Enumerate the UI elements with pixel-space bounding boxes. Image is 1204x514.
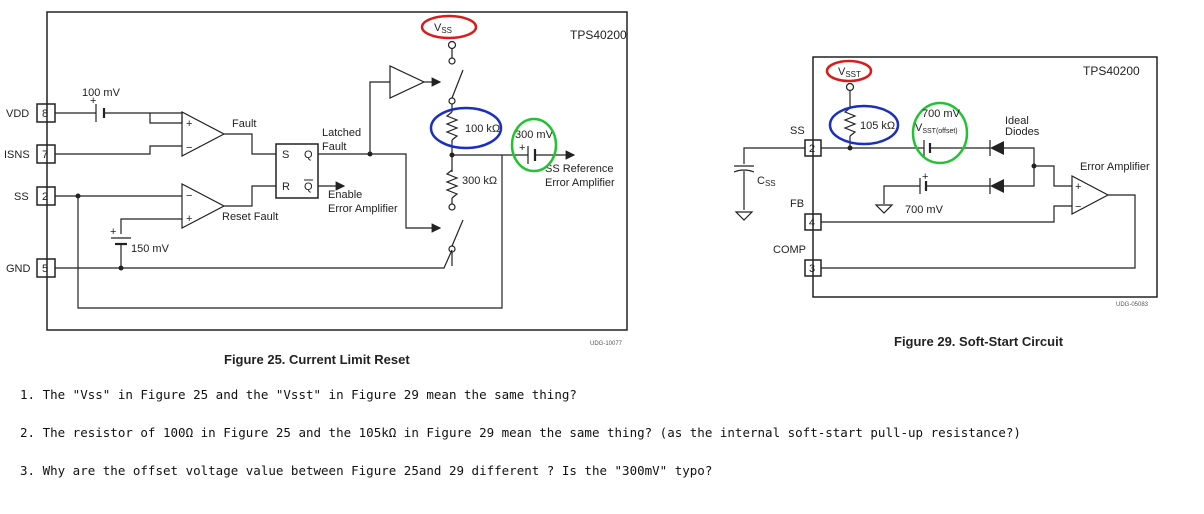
pin-isns: ISNS [4,149,30,161]
fig25-enable-label-1: Enable [328,189,362,201]
fig25-buffer [389,65,426,99]
svg-text:+: + [186,118,192,130]
fig25-ss-ref-2: Error Amplifier [545,177,615,189]
pin-vdd: VDD [6,108,29,120]
fig29-code: UDG-05083 [1116,302,1149,308]
fig29-pin-comp: COMP [773,244,806,256]
fig29-ic-outline [812,56,1158,298]
fig29-pin-fb: FB [790,198,804,210]
fig25-reset-comparator [181,183,226,229]
fig29-css-label: CSS [757,175,776,188]
fig29-vsst-label: VSST [838,66,861,79]
fig29-res-highlight [828,104,900,146]
fig29-pin-ss: SS [790,125,805,137]
fig25-res-100k: 100 kΩ [465,123,500,135]
fig29-caption: Figure 29. Soft-Start Circuit [894,334,1064,349]
fig25-offset-300mv: 300 mV [515,129,554,141]
pin-num-vdd: 8 [42,108,48,120]
fig29-ideal-1: Ideal [1005,115,1029,127]
fig25-ss-ref-1: SS Reference [545,163,613,175]
fig25-code: UDG-10077 [590,341,623,347]
fig25-res-highlight [429,106,503,150]
fig25-offset-highlight [510,117,558,173]
pin-num-isns: 7 [42,149,48,161]
fig25-res-300k: 300 kΩ [462,175,497,187]
svg-text:+: + [1075,181,1081,193]
fig29-v700: 700 mV [905,204,944,216]
fig25-vsource-100mv: 100 mV [82,87,121,99]
fig29-error-amp-label: Error Amplifier [1080,161,1150,173]
fig29-vsst-highlight [825,59,873,83]
question-3: 3. Why are the offset voltage value betw… [20,463,712,478]
fig25-fault-comparator [181,111,226,157]
svg-text:Q: Q [304,181,313,193]
fig29-error-amp [1071,175,1110,215]
fig25-vss-highlight [420,14,478,40]
svg-text:R: R [282,181,290,193]
fig29-ideal-2: Diodes [1005,126,1040,138]
fig29-chip-name: TPS40200 [1083,64,1140,78]
pin-ss: SS [14,191,29,203]
fig25-fault-label: Fault [232,118,256,130]
fig25-caption: Figure 25. Current Limit Reset [224,352,410,367]
question-2: 2. The resistor of 100Ω in Figure 25 and… [20,425,1021,440]
pin-gnd: GND [6,263,31,275]
questions: 1. The "Vss" in Figure 25 and the "Vsst"… [20,387,1021,478]
fig29-pin-num-fb: 4 [809,217,815,229]
fig29-offset-name: VSST(offset) [915,122,958,135]
fig29-pin-num-comp: 3 [809,263,815,275]
figure-25: TPS40200 UDG-10077 8 VDD 7 ISNS 2 SS 5 G… [4,11,628,367]
fig29-res-105k: 105 kΩ [860,120,895,132]
fig25-latched-label-2: Fault [322,141,346,153]
svg-text:S: S [282,149,289,161]
fig25-vsource-150mv: 150 mV [131,243,170,255]
fig25-vss-label: VSS [434,22,452,35]
fig25-sr-latch [275,143,319,199]
svg-text:−: − [186,142,192,154]
svg-text:+: + [186,213,192,225]
svg-text:+: + [519,142,525,154]
fig25-latched-label-1: Latched [322,127,361,139]
fig25-ic-outline [46,11,628,331]
fig25-reset-fault-label: Reset Fault [222,211,278,223]
svg-text:+: + [90,95,96,107]
pin-num-gnd: 5 [42,263,48,275]
svg-text:−: − [1075,201,1081,213]
fig25-chip-name: TPS40200 [570,28,627,42]
figure-29: TPS40200 UDG-05083 2 SS 4 FB 3 COMP CSS [733,56,1158,349]
question-1: 1. The "Vss" in Figure 25 and the "Vsst"… [20,387,577,402]
svg-text:Q: Q [304,149,313,161]
fig25-enable-label-2: Error Amplifier [328,203,398,215]
fig29-offset-highlight [911,101,969,165]
fig29-offset-top: 700 mV [922,108,961,120]
svg-text:+: + [110,226,116,238]
pin-num-ss: 2 [42,191,48,203]
svg-text:−: − [186,190,192,202]
svg-text:+: + [922,171,928,183]
fig29-pin-num-ss: 2 [809,143,815,155]
